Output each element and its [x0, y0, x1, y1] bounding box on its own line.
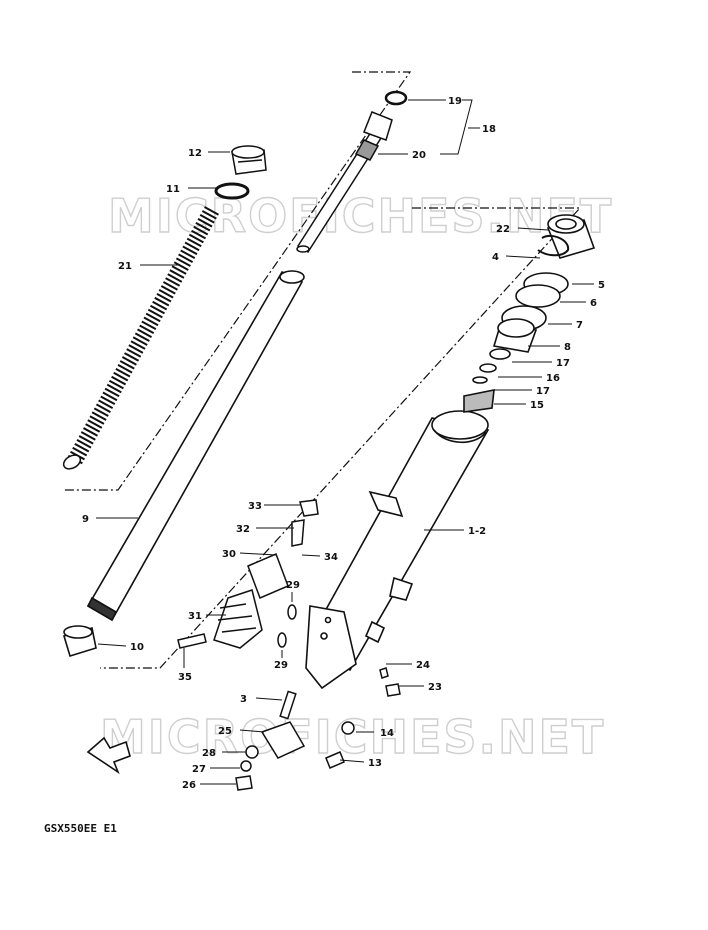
label-18: 18: [482, 124, 496, 135]
label-9: 9: [82, 514, 89, 525]
slide-bushing: [63, 625, 97, 658]
leader-lines: [96, 99, 594, 785]
label-27: 27: [192, 764, 206, 775]
label-29-upper: 29: [286, 580, 300, 591]
label-33: 33: [248, 501, 262, 512]
fork-inner-tube: [86, 270, 305, 622]
fork-outer-tube: [305, 410, 490, 690]
oil-seal-stack: [463, 214, 596, 413]
label-13: 13: [368, 758, 382, 769]
label-24: 24: [416, 660, 430, 671]
watermark-top: MICROFICHES.NET: [108, 189, 613, 243]
label-15: 15: [530, 400, 544, 411]
damper-rod: [296, 111, 393, 254]
label-5: 5: [598, 280, 605, 291]
label-26: 26: [182, 780, 196, 791]
label-28: 28: [202, 748, 216, 759]
label-4: 4: [492, 252, 499, 263]
label-30: 30: [222, 549, 236, 560]
label-22: 22: [496, 224, 510, 235]
front-arrow-icon: [86, 736, 131, 775]
fork-spring: [62, 206, 220, 470]
label-21: 21: [118, 261, 132, 272]
o-ring: [214, 182, 250, 200]
label-14: 14: [380, 728, 394, 739]
label-1-2: 1-2: [468, 526, 486, 537]
label-16: 16: [546, 373, 560, 384]
label-8: 8: [564, 342, 571, 353]
assembly-guide-lines: [62, 71, 582, 669]
piston-ring: [384, 90, 408, 106]
label-17-lower: 17: [536, 386, 550, 397]
label-35: 35: [178, 672, 192, 683]
fork-cap-bolt: [231, 145, 267, 175]
small-parts: [177, 499, 401, 791]
watermark-bottom: MICROFICHES.NET: [100, 710, 605, 764]
label-19: 19: [448, 96, 462, 107]
model-code: GSX550EE E1: [44, 822, 117, 835]
label-20: 20: [412, 150, 426, 161]
label-11: 11: [166, 184, 180, 195]
label-6: 6: [590, 298, 597, 309]
label-34: 34: [324, 552, 338, 563]
label-7: 7: [576, 320, 583, 331]
label-10: 10: [130, 642, 144, 653]
label-23: 23: [428, 682, 442, 693]
part-labels: 19 18 20 12 11 21 9 10 22 4 5 6 7 8 17 1…: [82, 96, 605, 791]
label-12: 12: [188, 148, 202, 159]
label-32: 32: [236, 524, 250, 535]
label-17-upper: 17: [556, 358, 570, 369]
label-29-lower: 29: [274, 660, 288, 671]
label-25: 25: [218, 726, 232, 737]
label-3: 3: [240, 694, 247, 705]
label-31: 31: [188, 611, 202, 622]
